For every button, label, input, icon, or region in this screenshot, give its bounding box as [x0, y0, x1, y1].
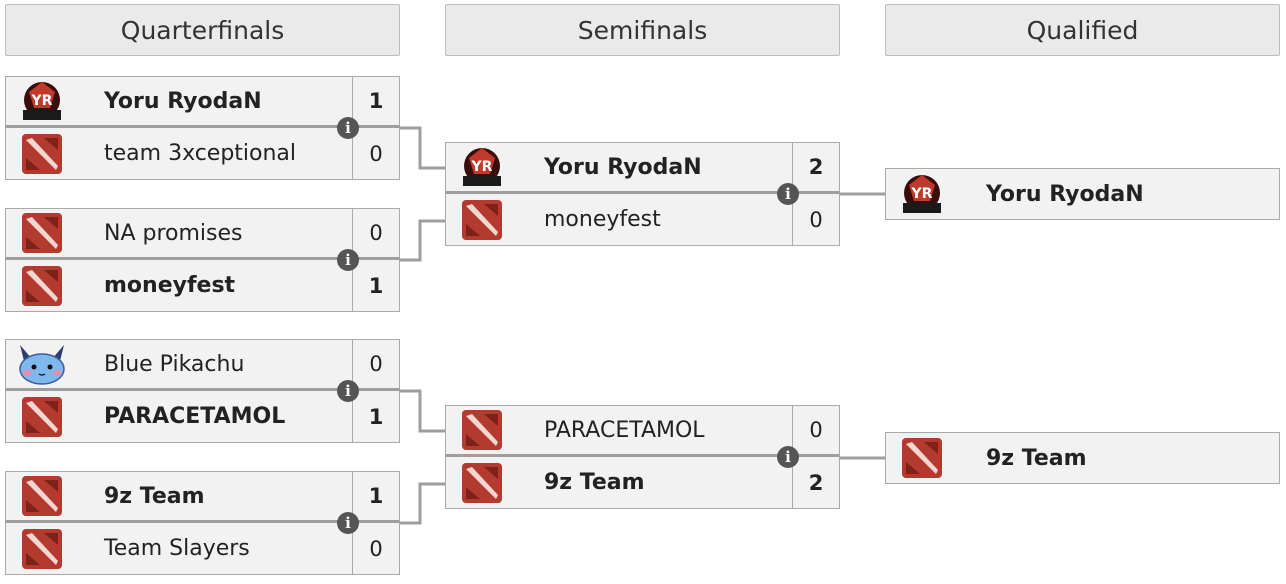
- match-info-icon[interactable]: i: [337, 117, 359, 139]
- svg-text:YR: YR: [911, 186, 933, 202]
- pikachu-logo-icon: [6, 340, 78, 388]
- header-semifinals: Semifinals: [445, 4, 840, 56]
- qf-match-2[interactable]: NA promises 0 moneyfest 1 i: [5, 208, 400, 312]
- match-info-icon[interactable]: i: [337, 512, 359, 534]
- team-slot[interactable]: 9z Team 1: [5, 471, 400, 523]
- sf-match-2[interactable]: PARACETAMOL 0 9z Team 2 i: [445, 405, 840, 509]
- team-score: 1: [352, 472, 399, 520]
- team-name[interactable]: 9z Team: [544, 470, 645, 495]
- team-slot[interactable]: moneyfest 0: [445, 194, 840, 246]
- team-name[interactable]: Yoru RyodaN: [104, 88, 262, 114]
- team-name[interactable]: Yoru RyodaN: [544, 154, 702, 180]
- connector-qf3-sf2: [400, 389, 445, 433]
- header-qualified: Qualified: [885, 4, 1280, 56]
- team-score: 1: [352, 77, 399, 125]
- team-name[interactable]: 9z Team: [986, 445, 1087, 471]
- team-score: 1: [352, 260, 399, 311]
- qualified-slot-1[interactable]: YR Yoru RyodaN: [885, 168, 1280, 220]
- team-slot[interactable]: Team Slayers 0: [5, 523, 400, 575]
- svg-text:YR: YR: [31, 93, 53, 109]
- header-quarterfinals: Quarterfinals: [5, 4, 400, 56]
- dota-logo-icon: [886, 433, 958, 483]
- team-slot[interactable]: YR Yoru RyodaN 2: [445, 142, 840, 194]
- dota-logo-icon: [6, 391, 78, 442]
- connector-qf1-sf1: [400, 126, 445, 170]
- team-name[interactable]: PARACETAMOL: [544, 417, 705, 443]
- dota-logo-icon: [6, 523, 78, 574]
- yoru-ryodan-logo-icon: YR: [886, 169, 958, 219]
- team-name[interactable]: Yoru RyodaN: [986, 181, 1144, 207]
- team-slot[interactable]: 9z Team 2: [445, 457, 840, 509]
- dota-logo-icon: [6, 260, 78, 311]
- team-name[interactable]: NA promises: [104, 220, 243, 246]
- match-info-icon[interactable]: i: [337, 249, 359, 271]
- team-score: 0: [792, 194, 839, 245]
- svg-text:YR: YR: [471, 159, 493, 175]
- connector-qf2-sf1: [400, 219, 445, 262]
- team-slot[interactable]: Blue Pikachu 0: [5, 339, 400, 391]
- qf-match-1[interactable]: YR Yoru RyodaN 1 team 3xceptional 0 i: [5, 76, 400, 180]
- connector-qf4-sf2: [400, 482, 445, 525]
- team-score: 0: [792, 406, 839, 454]
- dota-logo-icon: [446, 457, 518, 508]
- team-score: 2: [792, 143, 839, 191]
- dota-logo-icon: [446, 194, 518, 245]
- team-name[interactable]: moneyfest: [104, 273, 236, 298]
- team-score: 2: [792, 457, 839, 508]
- team-score: 1: [352, 391, 399, 442]
- team-slot[interactable]: PARACETAMOL 1: [5, 391, 400, 443]
- team-name[interactable]: moneyfest: [544, 207, 661, 232]
- match-info-icon[interactable]: i: [337, 380, 359, 402]
- team-name[interactable]: 9z Team: [104, 483, 205, 509]
- yoru-ryodan-logo-icon: YR: [446, 143, 518, 191]
- dota-logo-icon: [446, 406, 518, 454]
- team-score: 0: [352, 523, 399, 574]
- sf-match-1[interactable]: YR Yoru RyodaN 2 moneyfest 0 i: [445, 142, 840, 246]
- dota-logo-icon: [6, 209, 78, 257]
- yoru-ryodan-logo-icon: YR: [6, 77, 78, 125]
- dota-logo-icon: [6, 472, 78, 520]
- team-name[interactable]: PARACETAMOL: [104, 404, 286, 429]
- qualified-slot-2[interactable]: 9z Team: [885, 432, 1280, 484]
- qf-match-3[interactable]: Blue Pikachu 0 PARACETAMOL 1 i: [5, 339, 400, 443]
- team-name[interactable]: Team Slayers: [104, 536, 250, 561]
- team-score: 0: [352, 340, 399, 388]
- team-slot[interactable]: team 3xceptional 0: [5, 128, 400, 180]
- team-slot[interactable]: moneyfest 1: [5, 260, 400, 312]
- dota-logo-icon: [6, 128, 78, 179]
- match-info-icon[interactable]: i: [777, 183, 799, 205]
- team-slot[interactable]: PARACETAMOL 0: [445, 405, 840, 457]
- team-slot[interactable]: YR Yoru RyodaN 1: [5, 76, 400, 128]
- match-info-icon[interactable]: i: [777, 446, 799, 468]
- team-slot[interactable]: NA promises 0: [5, 208, 400, 260]
- qf-match-4[interactable]: 9z Team 1 Team Slayers 0 i: [5, 471, 400, 575]
- team-name[interactable]: team 3xceptional: [104, 141, 297, 166]
- team-score: 0: [352, 128, 399, 179]
- team-name[interactable]: Blue Pikachu: [104, 351, 245, 377]
- team-score: 0: [352, 209, 399, 257]
